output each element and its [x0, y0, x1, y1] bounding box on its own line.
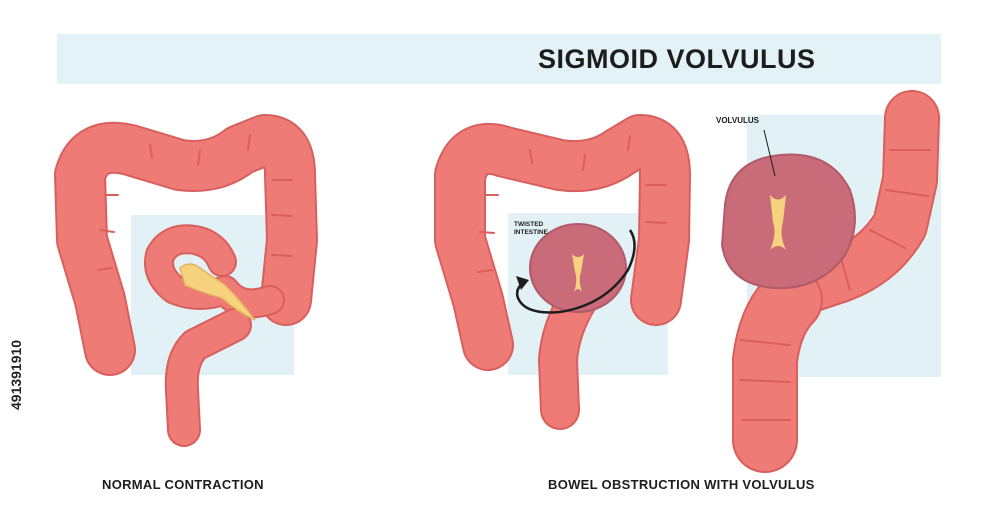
volvulus-pointer: [763, 129, 776, 177]
arrow-head: [516, 276, 529, 290]
twisted-rotation-arrow: [515, 229, 636, 314]
twisted-lumen: [572, 254, 584, 292]
volvulus-label: VOLVULUS: [716, 116, 760, 125]
twisted-label-line1: TWISTED: [514, 221, 544, 228]
caption-normal-contraction: NORMAL CONTRACTION: [102, 477, 264, 492]
stock-id: 491391910: [8, 339, 24, 410]
page-title: SIGMOID VOLVULUS: [538, 44, 816, 74]
volvulus-loop: [720, 153, 856, 290]
normal-lumen: [179, 263, 256, 321]
volvulus-lumen: [770, 195, 786, 250]
caption-bowel-obstruction: BOWEL OBSTRUCTION WITH VOLVULUS: [548, 477, 815, 492]
twisted-label-line2: INTESTINE: [514, 229, 549, 236]
volvulus-zoom: [732, 90, 940, 473]
title-band: [57, 34, 941, 84]
